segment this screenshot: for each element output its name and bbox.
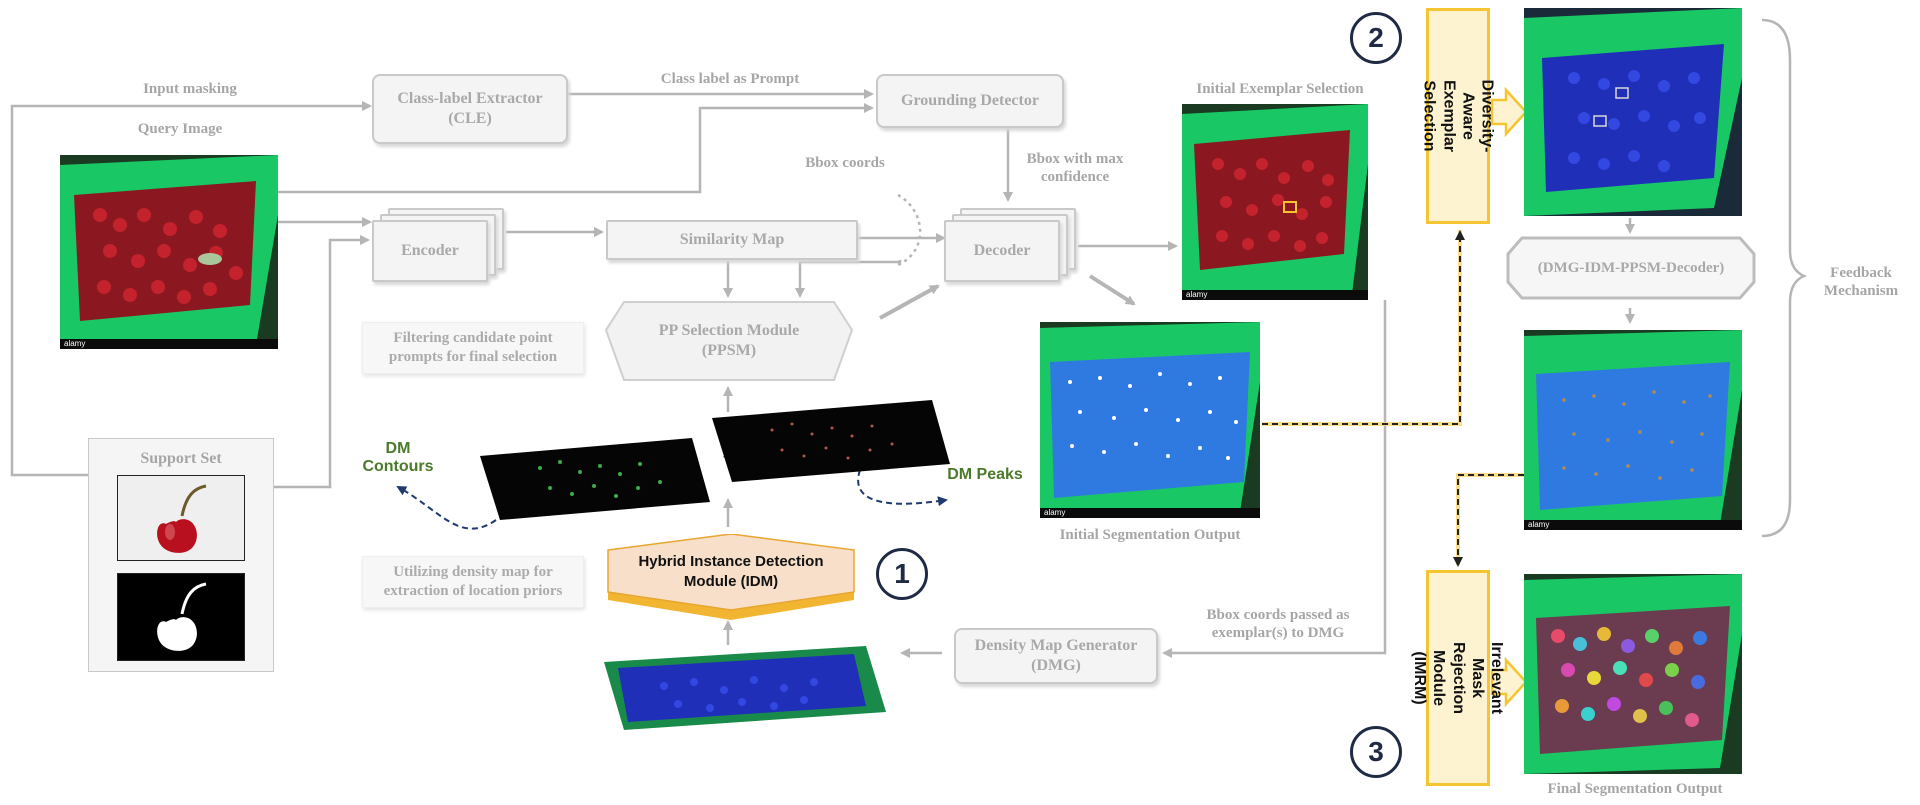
loop-result-image: alamy (1524, 330, 1742, 530)
imrm-to-image-arrow (1490, 656, 1528, 708)
decoder-to-segmentation-connector (1088, 274, 1136, 306)
diversity-box: Diversity-Aware Exemplar Selection (1421, 8, 1495, 224)
idm-label: Hybrid Instance Detection Module (IDM) (638, 553, 824, 590)
final-segmentation-image (1524, 574, 1742, 774)
support-set-panel: Support Set (88, 438, 274, 672)
dm-contours-label: DM Contours (362, 440, 434, 476)
query-image-art (60, 155, 278, 349)
imrm-label: Irrelevant Mask Rejection Module (IMRM) (1411, 641, 1505, 715)
bbox-coords-label: Bbox coords (805, 155, 885, 171)
ppsm-shape (604, 301, 854, 381)
final-segmentation-label: Final Segmentation Output (1547, 781, 1723, 797)
diversity-to-image-arrow (1490, 86, 1528, 138)
step-3-circle: 3 (1350, 726, 1402, 778)
dmg-box: Density Map Generator (DMG) (954, 628, 1158, 684)
diversity-image-art (1524, 8, 1742, 216)
ppsm-to-decoder-connector (879, 284, 940, 320)
seg-to-diversity-dash (1262, 230, 1465, 425)
query-watermark: alamy (60, 339, 278, 349)
initial-exemplar-image: alamy (1182, 104, 1368, 300)
grounding-detector-box: Grounding Detector (876, 74, 1064, 128)
query-image: alamy (60, 155, 278, 349)
idm-shape (607, 534, 855, 620)
dm-peaks-label: DM Peaks (947, 466, 1023, 483)
encoder-box: Encoder (372, 220, 488, 282)
bbox-passed-label: Bbox coords passed as exemplar(s) to DMG (1206, 607, 1350, 641)
initial-segmentation-label: Initial Segmentation Output (1059, 527, 1241, 543)
diversity-result-image (1524, 8, 1742, 216)
bbox-coords-dotted-curve (897, 193, 922, 267)
input-masking-label: Input masking (143, 81, 237, 97)
step-1-circle: 1 (876, 548, 928, 600)
ppsm-box: PP Selection Module (PPSM) (658, 322, 800, 359)
dm-contours-map (480, 438, 710, 520)
bbox-coords-connector (795, 260, 902, 298)
decoder-box: Decoder (944, 220, 1060, 282)
initial-segmentation-image: alamy (1040, 322, 1260, 518)
loop-shape (1506, 236, 1756, 300)
final-image-art (1524, 574, 1742, 774)
exemplar-image-art (1182, 104, 1368, 300)
initial-exemplar-label: Initial Exemplar Selection (1196, 81, 1364, 97)
step-2-circle: 2 (1350, 12, 1402, 64)
loop-box: (DMG-IDM-PPSM-Decoder) (1537, 259, 1725, 276)
query-image-label: Query Image (137, 121, 223, 137)
dm-peaks-map (712, 400, 950, 482)
feedback-mechanism-label: Feedback Mechanism (1823, 265, 1899, 299)
segmentation-image-art (1040, 322, 1260, 518)
imrm-to-final-dash (1453, 474, 1524, 567)
filtering-note: Filtering candidate point prompts for fi… (362, 322, 584, 374)
diversity-label: Diversity-Aware Exemplar Selection (1420, 79, 1496, 153)
bbox-max-confidence-label: Bbox with max confidence (1026, 151, 1124, 185)
loop-image-art (1524, 330, 1742, 530)
support-cherry-image (117, 475, 245, 561)
exemplar-watermark: alamy (1182, 290, 1368, 300)
support-to-encoder-connector (272, 235, 370, 489)
support-mask-image (117, 573, 245, 661)
cle-box: Class-label Extractor (CLE) (372, 74, 568, 144)
exemplar-to-dmg-connector (1162, 300, 1387, 658)
loop-watermark: alamy (1524, 520, 1742, 530)
support-set-label: Support Set (140, 450, 222, 467)
idm-input-image (604, 646, 886, 730)
segmentation-watermark: alamy (1040, 508, 1260, 518)
input-masking-connector (10, 101, 372, 477)
class-label-prompt-label: Class label as Prompt (660, 71, 800, 87)
query-to-grounding-connector (278, 103, 874, 194)
feedback-bracket (1761, 18, 1808, 538)
imrm-box: Irrelevant Mask Rejection Module (IMRM) (1411, 570, 1505, 786)
similarity-map-box: Similarity Map (606, 220, 858, 260)
dm-contours-arrow (396, 486, 497, 530)
utilizing-note: Utilizing density map for extraction of … (362, 556, 584, 608)
imrm-to-final-dash-bg (1456, 473, 1524, 565)
